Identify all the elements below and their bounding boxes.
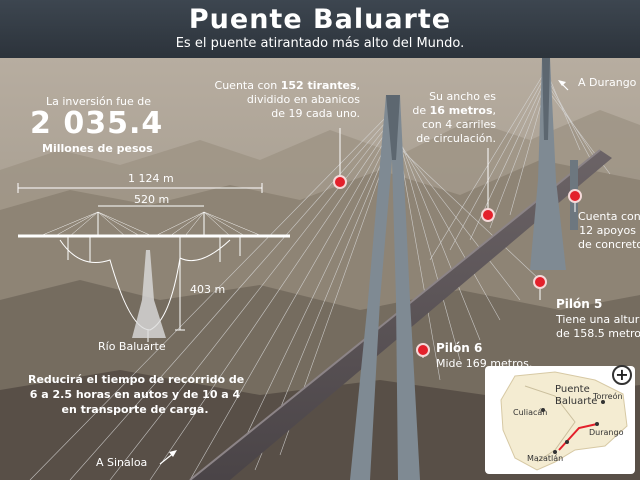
callout-recorrido: Reducirá el tiempo de recorrido de 6 a 2… bbox=[28, 373, 245, 416]
hotspot-pilon-6[interactable] bbox=[416, 343, 430, 357]
map-label-durango: Durango bbox=[589, 428, 624, 437]
map-label-culiacan: Culiacán bbox=[513, 408, 548, 417]
height-label: 403 m bbox=[190, 283, 226, 296]
expand-map-button[interactable]: + bbox=[612, 365, 632, 385]
direction-durango: A Durango bbox=[578, 76, 637, 89]
map-shape bbox=[500, 371, 628, 471]
callout-tirantes: Cuenta con 152 tirantes, dividido en aba… bbox=[214, 79, 360, 120]
pilon-5-line2: de 158.5 metros. bbox=[556, 327, 640, 340]
callout-ancho: Su ancho es de 16 metros, con 4 carriles… bbox=[412, 90, 496, 145]
map-label-torreon: Torreón bbox=[593, 392, 623, 401]
page-subtitle: Es el puente atirantado más alto del Mun… bbox=[175, 36, 465, 51]
pilon-5-line1: Tiene una altura bbox=[556, 313, 640, 326]
investment-unit: Millones de pesos bbox=[42, 142, 153, 155]
map-label-mazatlan: Mazatlán bbox=[527, 454, 564, 463]
pilon-6-name: Pilón 6 bbox=[436, 341, 483, 355]
hotspot-apoyos[interactable] bbox=[568, 189, 582, 203]
pylon-5 bbox=[530, 58, 566, 270]
main-span-label: 520 m bbox=[134, 193, 170, 206]
total-length-label: 1 124 m bbox=[128, 172, 174, 185]
direction-sinaloa: A Sinaloa bbox=[96, 456, 148, 469]
location-map[interactable]: Culiacán Puente Baluarte Torreón Durango… bbox=[485, 366, 635, 474]
tower-silhouette bbox=[132, 250, 166, 338]
callout-apoyos: Cuenta con 12 apoyos de concreto. bbox=[578, 210, 640, 251]
pylon-6 bbox=[350, 95, 420, 480]
page-title: Puente Baluarte bbox=[188, 4, 452, 35]
map-label-puente-2: Baluarte bbox=[555, 396, 598, 407]
pilon-5-name: Pilón 5 bbox=[556, 297, 603, 311]
river-label: Río Baluarte bbox=[98, 340, 166, 353]
hotspot-tirantes[interactable] bbox=[333, 175, 347, 189]
investment-intro: La inversión fue de bbox=[46, 95, 152, 108]
header-bar bbox=[0, 0, 640, 58]
investment-amount: 2 035.4 bbox=[30, 106, 164, 141]
hotspot-ancho[interactable] bbox=[481, 208, 495, 222]
map-label-puente-1: Puente bbox=[555, 384, 590, 395]
hotspot-pilon-5[interactable] bbox=[533, 275, 547, 289]
